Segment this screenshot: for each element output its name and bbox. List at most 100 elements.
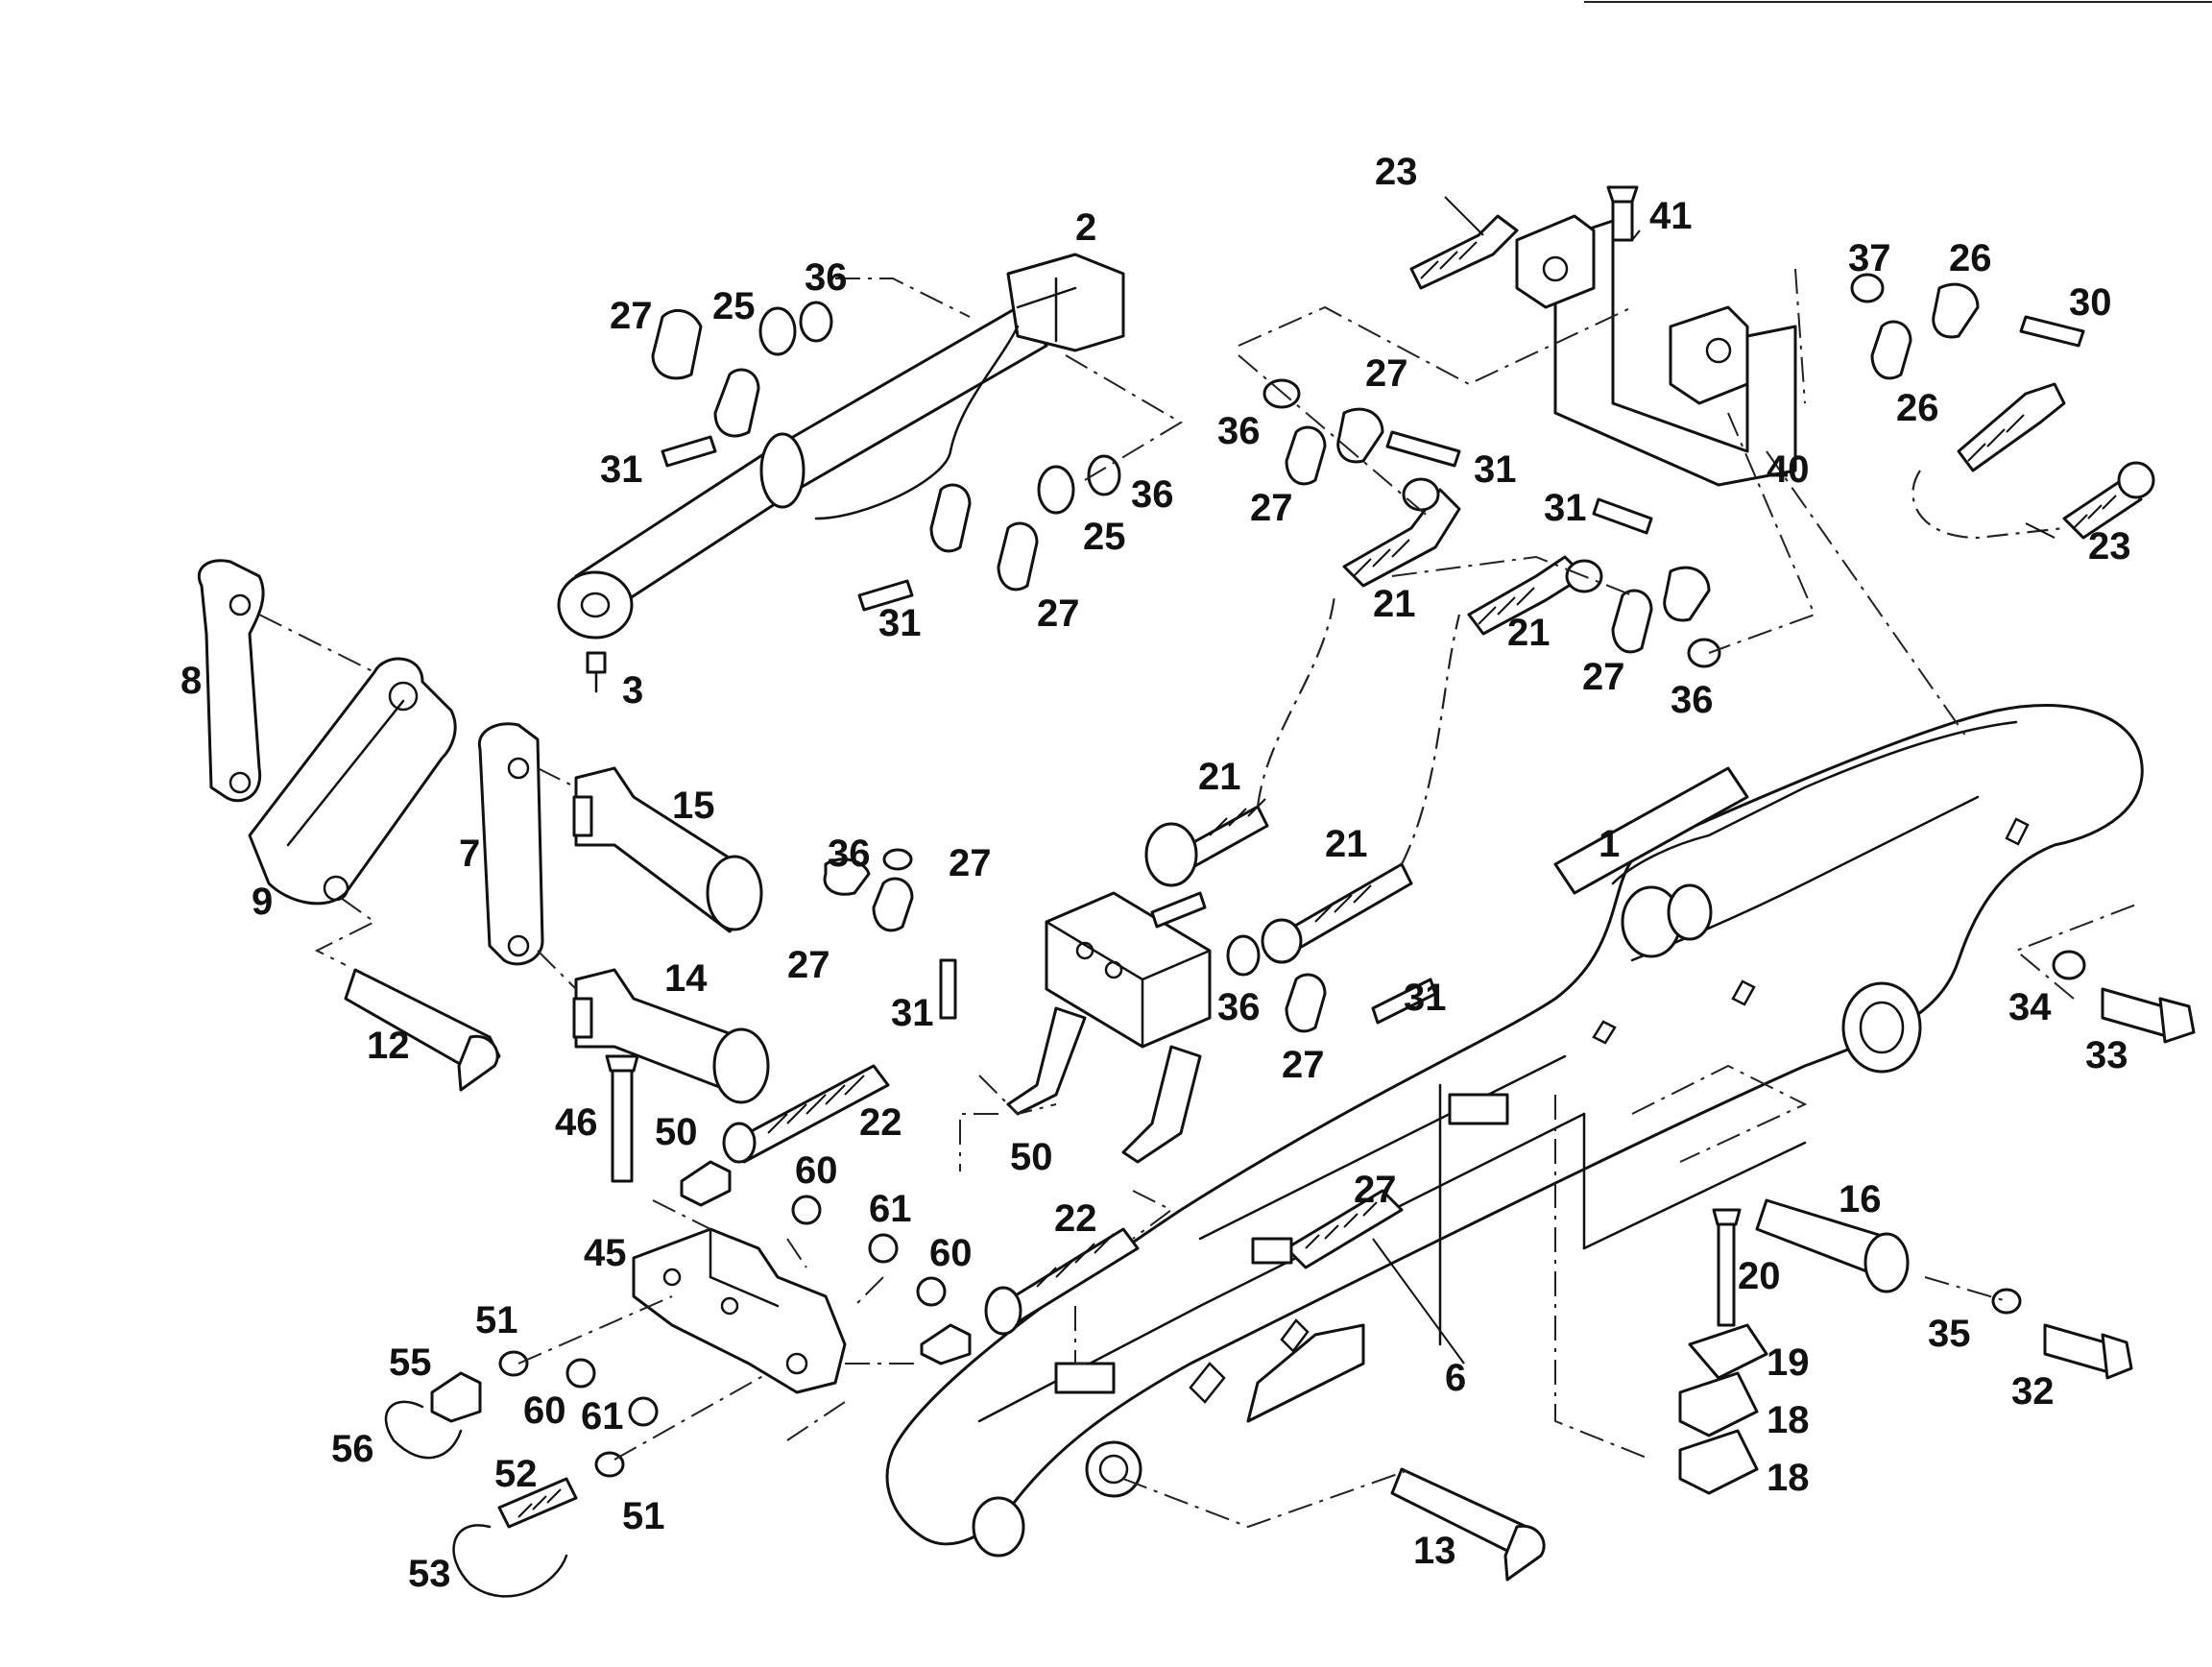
callout-22a: 22 (859, 1101, 902, 1144)
callout-27g: 27 (787, 944, 830, 986)
callout-32: 32 (2011, 1370, 2055, 1413)
bolt-32 (1991, 1288, 2133, 1380)
link-8 (197, 559, 265, 803)
callout-31d: 31 (1544, 487, 1587, 529)
link-7 (477, 722, 544, 966)
hose-route-a (1256, 594, 1336, 808)
hose-22-lower (984, 1227, 1140, 1336)
callout-55: 55 (389, 1341, 432, 1384)
callout-34: 34 (2008, 986, 2052, 1028)
coupling-55-56 (384, 1371, 482, 1460)
pin-15 (572, 766, 763, 933)
callout-30: 30 (2069, 281, 2112, 324)
callout-7: 7 (459, 833, 480, 875)
callout-2: 2 (1075, 206, 1096, 249)
clamp-18-19-20 (1678, 1208, 1768, 1495)
callout-53: 53 (408, 1553, 451, 1595)
callout-33: 33 (2085, 1034, 2128, 1076)
hose-21-a (1144, 798, 1269, 887)
callouts: 1 2 3 6 7 8 9 12 13 14 15 16 18 18 19 20… (180, 151, 2131, 1595)
link-9 (248, 657, 457, 906)
callout-61b: 61 (581, 1395, 624, 1437)
callout-27e: 27 (1582, 656, 1625, 698)
valve-block (1006, 891, 1212, 1164)
callout-18b: 18 (1767, 1457, 1810, 1499)
callout-19: 19 (1767, 1341, 1810, 1384)
callout-25b: 25 (1083, 516, 1126, 558)
callout-21a: 21 (1373, 583, 1416, 625)
hydraulic-cylinder (557, 253, 1125, 693)
callout-31c: 31 (1474, 448, 1517, 491)
callout-1: 1 (1599, 823, 1620, 865)
callout-21d: 21 (1325, 823, 1368, 865)
callout-6: 6 (1445, 1357, 1466, 1399)
boom-arm (885, 704, 2144, 1558)
callout-23b: 23 (2088, 525, 2131, 568)
callout-22b: 22 (1054, 1197, 1097, 1240)
coupling-52-53 (452, 1477, 578, 1598)
hose-21-b (1261, 862, 1413, 964)
callout-26a: 26 (1949, 237, 1992, 279)
hose-23-a (1409, 214, 1519, 290)
bolts-31 (661, 315, 2085, 1025)
callout-27a: 27 (610, 295, 653, 337)
pin-16 (1755, 1198, 1910, 1293)
callout-23a: 23 (1375, 151, 1418, 193)
callout-41: 41 (1649, 195, 1693, 237)
hose-22-upper (722, 1064, 890, 1164)
callout-51b: 51 (622, 1495, 665, 1537)
callout-36e: 36 (828, 833, 871, 875)
callout-50a: 50 (655, 1111, 698, 1153)
valve-housing-45 (632, 1227, 847, 1394)
callout-27d: 27 (1250, 487, 1293, 529)
callout-27i: 27 (1354, 1169, 1397, 1211)
callout-36c: 36 (1217, 410, 1261, 452)
hose-route-c (1911, 470, 2065, 540)
callout-31b: 31 (878, 602, 922, 644)
bracket-40 (1515, 185, 1797, 487)
pin-13 (1390, 1467, 1546, 1582)
callout-60a: 60 (795, 1149, 838, 1192)
clamps-25-27-36 (651, 273, 1980, 1033)
callout-18a: 18 (1767, 1399, 1810, 1441)
callout-31a: 31 (600, 448, 643, 491)
callout-52: 52 (494, 1453, 538, 1495)
callout-31f: 31 (1404, 977, 1447, 1019)
callout-36f: 36 (1217, 986, 1261, 1028)
callout-26b: 26 (1896, 387, 1939, 429)
callout-35: 35 (1928, 1313, 1971, 1355)
callout-46: 46 (555, 1101, 598, 1144)
callout-9: 9 (252, 881, 273, 923)
callout-13: 13 (1413, 1530, 1456, 1572)
callout-61a: 61 (869, 1188, 912, 1230)
callout-36d: 36 (1671, 679, 1714, 721)
callout-45: 45 (584, 1232, 627, 1274)
callout-27h: 27 (1282, 1044, 1325, 1086)
callout-50b: 50 (1010, 1136, 1053, 1178)
callout-36b: 36 (1131, 473, 1174, 516)
callout-21c: 21 (1198, 756, 1241, 798)
hose-route-b (1401, 614, 1461, 865)
callout-3: 3 (622, 669, 643, 712)
callout-8: 8 (180, 660, 202, 702)
pin-14 (572, 968, 770, 1104)
callout-36a: 36 (805, 256, 848, 299)
bolt-33 (2052, 950, 2196, 1044)
callout-27f: 27 (949, 842, 992, 884)
callout-40: 40 (1767, 448, 1810, 491)
bolt-46 (605, 1054, 639, 1183)
assembly-lines (258, 268, 2142, 1529)
cylinder-6 (1251, 1189, 1404, 1269)
callout-56: 56 (331, 1428, 374, 1470)
hose-23-b (1957, 382, 2155, 540)
fittings (498, 1160, 972, 1478)
callout-16: 16 (1839, 1178, 1882, 1220)
callout-60c: 60 (523, 1389, 566, 1432)
callout-60b: 60 (929, 1232, 973, 1274)
callout-51a: 51 (475, 1299, 518, 1341)
callout-14: 14 (664, 957, 708, 1000)
callout-27b: 27 (1037, 592, 1080, 635)
callout-31e: 31 (891, 992, 934, 1034)
